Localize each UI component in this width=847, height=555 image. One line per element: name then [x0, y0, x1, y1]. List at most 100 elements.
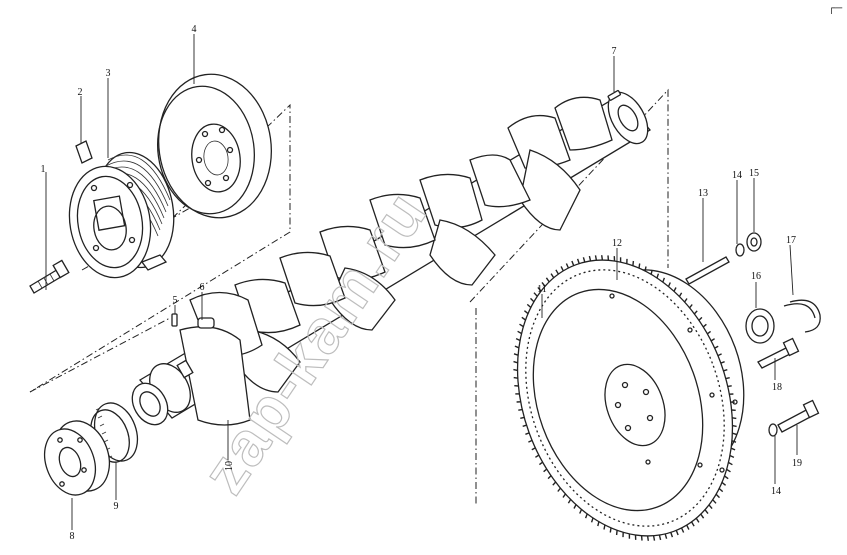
callout-leaders — [45, 34, 798, 530]
gear-tooth — [712, 499, 717, 504]
gear-tooth — [718, 487, 724, 493]
gear-tooth — [662, 277, 666, 283]
flywheel-bolt-19 — [768, 399, 820, 437]
gear-tooth — [723, 369, 728, 372]
gear-tooth — [523, 310, 529, 315]
gear-tooth — [652, 535, 656, 541]
flange-pin — [607, 89, 621, 101]
gear-tooth — [673, 287, 677, 292]
crankshaft-pulley — [68, 151, 175, 279]
gear-tooth — [702, 323, 707, 328]
gear-tooth — [603, 524, 606, 530]
gear-tooth — [730, 447, 736, 451]
gear-tooth — [729, 454, 735, 459]
gear-tooth — [513, 368, 518, 372]
gear-tooth — [715, 493, 720, 499]
gear-tooth — [526, 303, 532, 309]
gear-tooth — [525, 432, 530, 435]
gear-tooth — [530, 297, 535, 303]
gear-tooth — [562, 493, 566, 498]
gear-tooth — [513, 353, 519, 356]
gear-tooth — [714, 345, 719, 349]
gear-tooth — [514, 345, 520, 349]
gear-tooth — [667, 282, 671, 287]
gear-tooth — [664, 533, 668, 539]
gear-tooth — [725, 377, 730, 380]
corner-mark: ┌─ — [828, 3, 843, 14]
gear-tooth — [533, 292, 538, 297]
dowel-pin — [171, 313, 178, 327]
callout-8: 8 — [70, 531, 75, 542]
flywheel — [513, 255, 745, 541]
callout-13: 13 — [698, 188, 708, 199]
gear-tooth — [557, 487, 561, 492]
gear-tooth — [644, 266, 647, 272]
gear-tooth — [609, 527, 612, 533]
damper-disc — [156, 73, 273, 219]
gear-tooth — [590, 517, 594, 523]
gear-tooth — [537, 286, 542, 292]
gear-tooth — [584, 513, 588, 519]
gear-tooth — [708, 504, 713, 510]
gear-tooth — [518, 408, 523, 411]
washer — [735, 243, 745, 257]
gear-tooth — [513, 360, 518, 364]
gear-tooth — [513, 376, 518, 379]
callout-3: 3 — [106, 68, 111, 79]
callout-5: 5 — [173, 295, 178, 306]
nut — [746, 232, 762, 252]
gear-tooth — [552, 481, 557, 486]
gear-tooth — [706, 330, 712, 335]
flywheel-bolt-18 — [757, 337, 800, 369]
callout-labels: 1 2 3 4 5 6 7 8 9 10 11 12 13 14 14 15 1… — [41, 24, 803, 542]
crankshaft — [131, 91, 651, 426]
callout-9: 9 — [114, 501, 119, 512]
gear-tooth — [684, 298, 688, 303]
gear-tooth — [573, 504, 577, 509]
gear-tooth — [656, 273, 660, 279]
callout-17: 17 — [786, 235, 796, 246]
callout-10: 10 — [224, 461, 235, 471]
callout-6: 6 — [200, 282, 205, 293]
gear-tooth — [579, 509, 583, 514]
gear-tooth — [571, 260, 575, 266]
gear-tooth — [550, 273, 555, 279]
gear-tooth — [721, 481, 727, 486]
gear-tooth — [727, 385, 732, 388]
gear-tooth — [531, 447, 536, 451]
snap-ring — [783, 299, 821, 333]
gear-tooth — [582, 257, 586, 263]
gear-tooth — [710, 338, 715, 342]
gear-tooth — [543, 468, 548, 473]
gear-tooth — [728, 461, 733, 466]
gear-tooth — [690, 521, 695, 527]
gear-tooth — [650, 269, 653, 275]
gear-tooth — [658, 534, 662, 541]
gear-tooth — [732, 417, 737, 420]
gear-tooth — [704, 509, 709, 515]
gear-tooth — [615, 530, 618, 536]
callout-4: 4 — [192, 24, 197, 35]
gear-tooth — [547, 475, 552, 480]
gear-tooth — [601, 255, 604, 261]
gear-tooth — [686, 524, 690, 530]
callout-15: 15 — [749, 168, 759, 179]
gear-tooth — [638, 263, 641, 269]
gear-tooth — [538, 461, 544, 466]
gear-tooth — [576, 258, 580, 264]
gear-tooth — [646, 535, 649, 541]
gear-tooth — [693, 310, 698, 315]
pulley-bolt — [29, 259, 70, 294]
front-hub — [43, 420, 111, 496]
gear-tooth — [521, 316, 526, 321]
flywheel-stud — [685, 256, 730, 285]
callout-11: 11 — [537, 284, 547, 295]
gear-tooth — [724, 475, 729, 480]
callout-14-top: 14 — [732, 170, 742, 181]
gear-tooth — [515, 337, 521, 342]
gear-tooth — [731, 440, 737, 443]
gear-tooth — [632, 260, 635, 266]
gear-tooth — [726, 468, 731, 473]
gear-tooth — [555, 269, 560, 275]
callout-1: 1 — [41, 164, 46, 175]
